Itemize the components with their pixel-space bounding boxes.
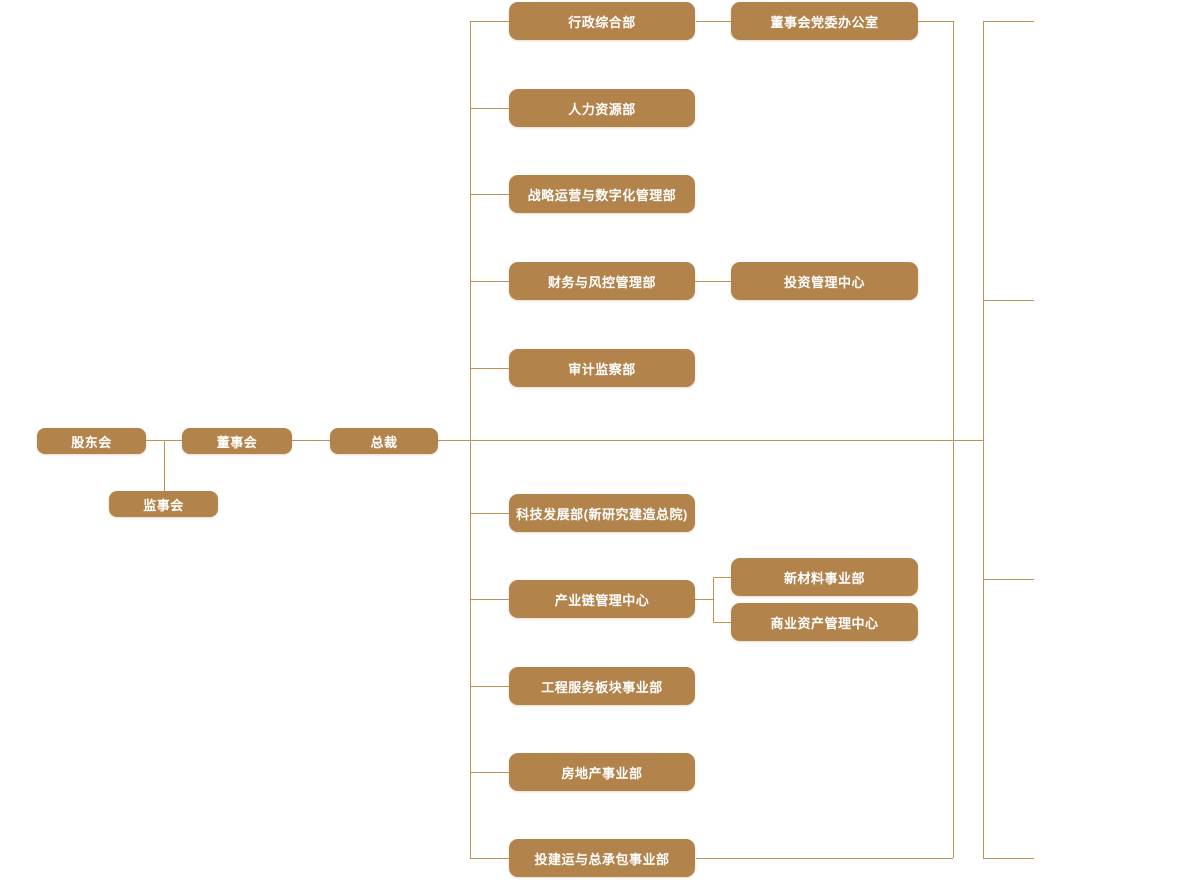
org-node-label: 监事会 <box>143 497 184 513</box>
org-node-label: 商业资产管理中心 <box>770 615 879 631</box>
connector-line-horizontal <box>470 599 509 600</box>
connector-line-horizontal <box>713 577 731 578</box>
org-node-supervisory-board[interactable]: 监事会 <box>109 491 218 517</box>
connector-line-horizontal <box>695 281 731 282</box>
connector-line-horizontal <box>470 194 509 195</box>
connector-line-horizontal <box>470 21 509 22</box>
org-node-label: 科技发展部(新研究建造总院) <box>516 506 688 522</box>
connector-line-vertical <box>164 440 165 491</box>
org-node-real-estate-division[interactable]: 房地产事业部 <box>509 753 695 791</box>
org-node-board-of-directors[interactable]: 董事会 <box>182 428 292 454</box>
connector-line-horizontal <box>438 440 983 441</box>
org-node-president[interactable]: 总裁 <box>330 428 438 454</box>
connector-line-horizontal <box>695 599 713 600</box>
connector-line-vertical <box>983 21 984 858</box>
org-node-label: 战略运营与数字化管理部 <box>527 187 677 203</box>
connector-line-horizontal <box>470 368 509 369</box>
org-node-shareholders-meeting[interactable]: 股东会 <box>37 428 146 454</box>
connector-line-horizontal <box>292 440 330 441</box>
connector-line-horizontal <box>713 622 731 623</box>
connector-line-horizontal <box>470 108 509 109</box>
connector-line-horizontal <box>983 579 1034 580</box>
org-node-engineering-services-division[interactable]: 工程服务板块事业部 <box>509 667 695 705</box>
org-node-audit-supervision-dept[interactable]: 审计监察部 <box>509 349 695 387</box>
org-node-label: 投资管理中心 <box>783 274 865 290</box>
connector-line-horizontal <box>470 858 509 859</box>
org-node-label: 董事会党委办公室 <box>770 14 879 30</box>
org-node-admin-general-dept[interactable]: 行政综合部 <box>509 2 695 40</box>
org-node-finance-risk-control-dept[interactable]: 财务与风控管理部 <box>509 262 695 300</box>
org-node-label: 人力资源部 <box>568 101 636 117</box>
org-node-label: 新材料事业部 <box>783 570 865 586</box>
connector-line-horizontal <box>470 513 509 514</box>
org-node-label: 投建运与总承包事业部 <box>534 851 670 867</box>
org-node-strategy-ops-digital-mgmt-dept[interactable]: 战略运营与数字化管理部 <box>509 175 695 213</box>
org-node-commercial-asset-mgmt-center[interactable]: 商业资产管理中心 <box>731 603 918 641</box>
org-node-label: 产业链管理中心 <box>554 592 650 608</box>
connector-line-horizontal <box>983 300 1034 301</box>
connector-line-horizontal <box>470 772 509 773</box>
org-node-tech-development-dept[interactable]: 科技发展部(新研究建造总院) <box>509 494 695 532</box>
connector-line-vertical <box>953 21 954 858</box>
org-node-human-resources-dept[interactable]: 人力资源部 <box>509 89 695 127</box>
org-node-investment-mgmt-center[interactable]: 投资管理中心 <box>731 262 918 300</box>
org-node-board-party-committee-office[interactable]: 董事会党委办公室 <box>731 2 918 40</box>
connector-line-horizontal <box>696 858 953 859</box>
connector-line-vertical <box>713 577 714 622</box>
org-node-label: 股东会 <box>71 434 112 450</box>
connector-line-horizontal <box>470 281 509 282</box>
org-node-label: 财务与风控管理部 <box>547 274 656 290</box>
org-node-invest-build-operate-epc-division[interactable]: 投建运与总承包事业部 <box>509 839 695 877</box>
connector-line-vertical <box>470 21 471 858</box>
org-node-label: 审计监察部 <box>568 361 636 377</box>
org-node-label: 工程服务板块事业部 <box>541 679 663 695</box>
org-node-label: 房地产事业部 <box>561 765 643 781</box>
org-node-label: 董事会 <box>216 434 258 450</box>
org-node-label: 行政综合部 <box>568 14 636 30</box>
org-node-label: 总裁 <box>370 434 398 450</box>
org-node-industry-chain-mgmt-center[interactable]: 产业链管理中心 <box>509 580 695 618</box>
connector-line-horizontal <box>696 21 731 22</box>
connector-line-horizontal <box>470 686 509 687</box>
connector-line-horizontal <box>918 21 953 22</box>
org-node-new-materials-division[interactable]: 新材料事业部 <box>731 558 918 596</box>
connector-line-horizontal <box>983 858 1034 859</box>
connector-line-horizontal <box>983 21 1034 22</box>
